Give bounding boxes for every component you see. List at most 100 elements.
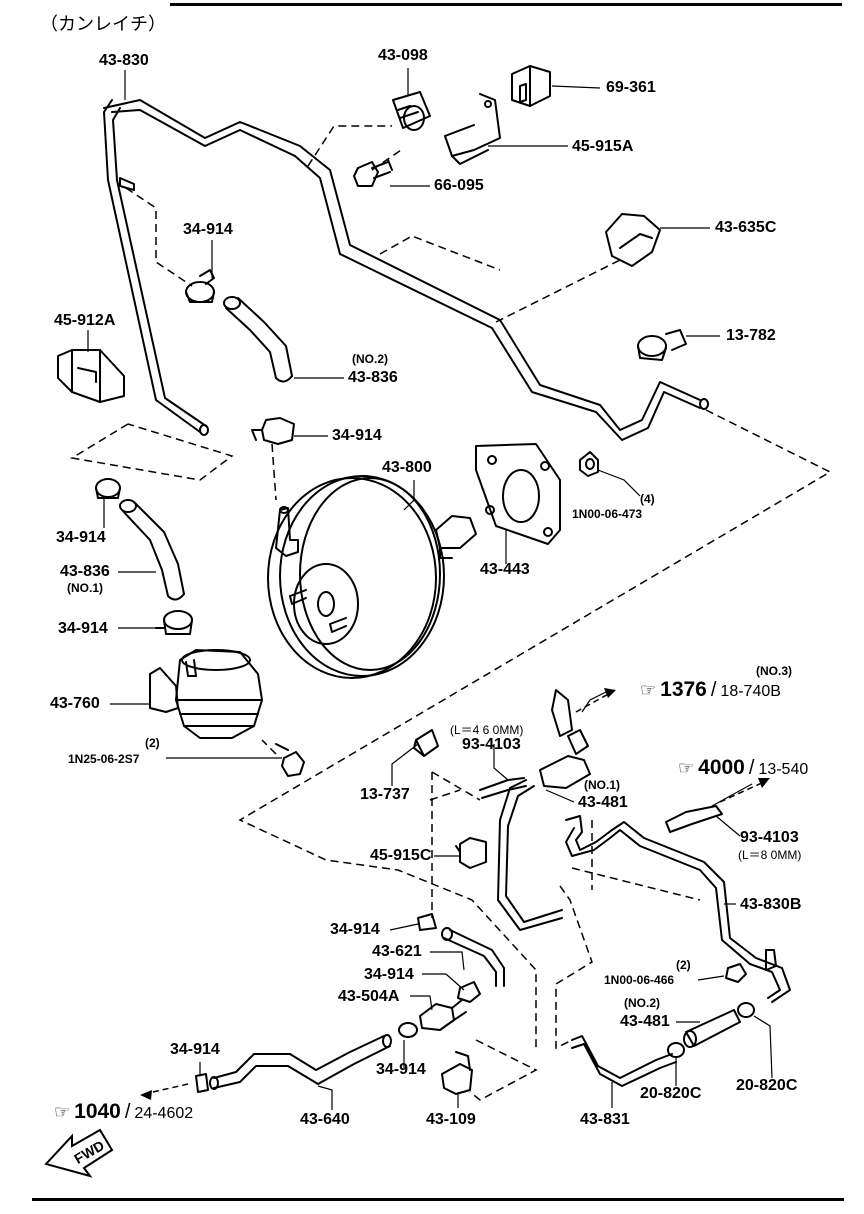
ref-number: 1040 [74,1100,121,1123]
hose-43-836-no2 [223,296,293,383]
ref-arrows [143,691,765,1095]
label-34-914-f: 34-914 [364,966,414,983]
label-43-109: 43-109 [426,1111,476,1128]
ref-page: 24-4602 [134,1105,194,1122]
pointing-hand-icon: ☞ [678,758,695,778]
label-45-912a: 45-912A [54,312,116,329]
label-no2-a: (NO.2) [352,352,388,366]
label-1n00-06-466: 1N00-06-466 [604,973,675,987]
label-93-4103-b: 93-4103 [740,829,799,846]
clamp-20-820c-a [667,1042,685,1058]
ref-slash: / [748,757,755,779]
label-34-914-d: 34-914 [58,620,108,637]
clip-69-361 [511,65,551,107]
label-43-836-b: 43-836 [60,563,110,580]
label-43-831: 43-831 [580,1111,630,1128]
diagram-title: （カンレイチ） [40,14,166,35]
arrow-head-1376 [604,688,616,698]
label-45-915a: 45-915A [572,138,634,155]
label-43-836-a: 43-836 [348,369,398,386]
ref-number: 4000 [698,756,745,779]
label-no1-a: (NO.1) [67,581,103,595]
ref-1376-link[interactable]: ☞ 1376 / 18-740B [640,678,781,702]
bracket-45-915c [455,837,487,869]
hose-43-836-no1 [119,499,185,601]
gasket-43-443 [475,443,561,545]
label-93-4103-a: 93-4103 [462,736,521,753]
valve-43-504a [419,999,467,1031]
clamp-34-914-h [195,1073,209,1093]
label-66-095: 66-095 [434,177,484,194]
arrow-head-4000 [758,778,770,788]
valve-43-481-no1 [539,689,591,789]
hose-43-621 [441,927,505,987]
pointing-hand-icon: ☞ [54,1102,71,1122]
label-no2-b: (NO.2) [624,996,660,1010]
ref-1040-link[interactable]: ☞ 1040 / 24-4602 [54,1100,193,1124]
label-43-760: 43-760 [50,695,100,712]
clamp-13-782 [637,329,687,361]
label-13-737: 13-737 [360,786,410,803]
label-34-914-c: 34-914 [56,529,106,546]
bolt-1n25-06-2s7 [275,743,305,777]
top-rule [170,3,842,6]
label-43-830b: 43-830B [740,896,802,913]
label-qty4: (4) [640,492,655,506]
arrow-heads [140,688,770,1100]
label-34-914-g: 34-914 [170,1041,220,1058]
bracket-43-109 [441,1051,473,1095]
label-no3: (NO.3) [756,664,792,678]
clamp-34-914-c [95,478,121,499]
label-13-782: 13-782 [726,327,776,344]
label-20-820c-b: 20-820C [736,1077,798,1094]
label-43-443: 43-443 [480,561,530,578]
canister-43-760 [149,649,263,739]
label-43-481-a: 43-481 [578,794,628,811]
dashed-guides [69,125,832,1101]
label-34-914-h: 34-914 [376,1061,426,1078]
clamp-34-914-d [155,610,193,635]
hose-43-640 [209,1034,392,1090]
leader-lines [87,68,773,1110]
label-qty2-b: (2) [676,958,691,972]
pointing-hand-icon: ☞ [640,680,657,700]
nut-1n00-06-466 [725,963,747,983]
clip-43-635c [605,213,661,267]
clamp-34-914-e [417,913,437,931]
grommet-43-098 [392,91,431,131]
label-qty2-a: (2) [145,736,160,750]
hose-93-4103-short [665,805,723,833]
clip-13-737 [413,729,439,757]
label-34-914-b: 34-914 [332,427,382,444]
label-69-361: 69-361 [606,79,656,96]
clamp-34-914-a [185,269,215,303]
label-1n00-06-473: 1N00-06-473 [572,507,643,521]
label-43-635c: 43-635C [715,219,777,236]
hose-93-4103-long [479,777,563,931]
label-43-640: 43-640 [300,1111,350,1128]
label-43-098: 43-098 [378,47,428,64]
nut-1n00-06-473 [579,451,599,477]
pipe-43-830b [565,815,791,1003]
label-43-800: 43-800 [382,459,432,476]
clip-45-912a [57,349,125,403]
label-43-481-b: 43-481 [620,1013,670,1030]
label-45-915c: 45-915C [370,847,432,864]
clamp-34-914-f [457,981,481,1003]
ref-page: 18-740B [720,683,781,700]
ref-slash: / [710,679,717,701]
bottom-rule [32,1198,844,1201]
label-34-914-e: 34-914 [330,921,380,938]
label-34-914-a: 34-914 [183,221,233,238]
pipe-43-830 [103,99,709,441]
arrow-head-1040 [140,1090,152,1100]
label-len460: (L＝4 6 0MM) [450,723,524,737]
bolt-66-095 [353,159,393,187]
ref-4000-link[interactable]: ☞ 4000 / 13-540 [678,756,808,780]
ref-slash: / [124,1101,131,1123]
clamp-20-820c-b [737,1002,755,1018]
clamp-34-914-b [251,417,295,445]
label-1n25-06-2s7: 1N25-06-2S7 [68,752,140,766]
valve-43-481-no2 [683,1009,741,1048]
